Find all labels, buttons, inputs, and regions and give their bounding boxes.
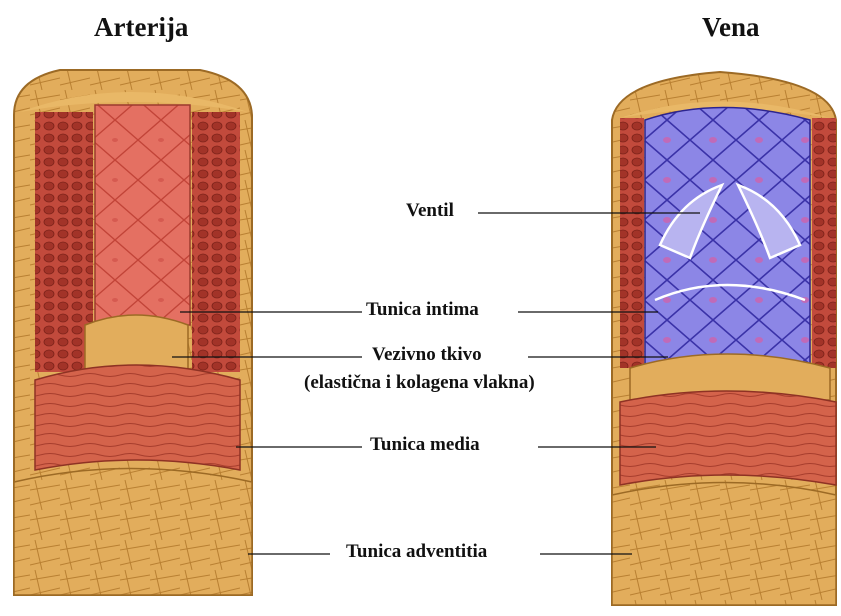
artery-wall-right — [192, 112, 240, 372]
artery-vessel — [14, 70, 252, 595]
artery-adventitia-lower — [14, 469, 252, 596]
label-connective-tissue: Vezivno tkivo — [372, 344, 482, 366]
vein-media — [620, 391, 836, 485]
artery-title: Arterija — [94, 12, 188, 43]
vein-adventitia-lower — [612, 483, 836, 606]
label-valve: Ventil — [406, 200, 454, 222]
vein-vessel — [612, 72, 836, 605]
label-tunica-adventitia: Tunica adventitia — [346, 541, 487, 563]
label-tunica-media: Tunica media — [370, 434, 480, 456]
vein-title: Vena — [702, 12, 760, 43]
artery-intima — [95, 105, 190, 325]
vein-wall-left — [620, 118, 644, 368]
label-connective-fibers: (elastična i kolagena vlakna) — [304, 372, 535, 394]
artery-media — [35, 365, 240, 470]
vein-wall-right — [812, 118, 836, 368]
label-tunica-intima: Tunica intima — [366, 299, 479, 321]
